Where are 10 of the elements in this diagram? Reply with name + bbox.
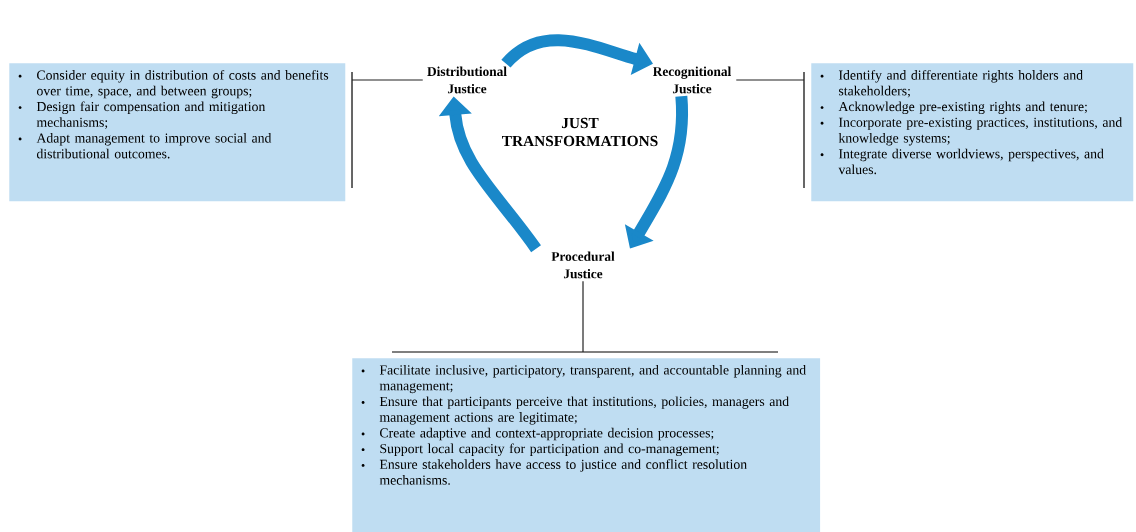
bullet-list-box: Facilitate inclusive, participatory, transparent, and accountable planning and management; Ensure that participants perceive that institutions, policies, managers and management actions are legitimate; Create adaptive and context-appropriate decision processes; Support local capacity for participation and co-management; Ensure stakeholders have access to justice and conflict resolution mechanisms. <box>352 358 821 532</box>
connector-line <box>582 280 584 353</box>
bullet-list-box: Identify and differentiate rights holders and stakeholders; Acknowledge pre-existing rights and tenure; Incorporate pre-existing practices, institutions, and knowledge systems; Integrate diverse worldviews, perspectives, and values. <box>811 63 1134 202</box>
justice-label: Procedural Justice <box>551 251 615 279</box>
connector-line <box>351 79 424 81</box>
justice-label: Distributional Justice <box>427 66 507 94</box>
connector-line <box>735 79 805 81</box>
bullet-list-box: Consider equity in distribution of costs and benefits over time, space, and between groups; Design fair compensation and mitigation mechanisms; Adapt management to improve social and distributional outcomes. <box>9 63 346 202</box>
justice-label: Recognitional Justice <box>653 66 732 94</box>
center-title: JUST TRANSFORMATIONS <box>502 117 658 147</box>
